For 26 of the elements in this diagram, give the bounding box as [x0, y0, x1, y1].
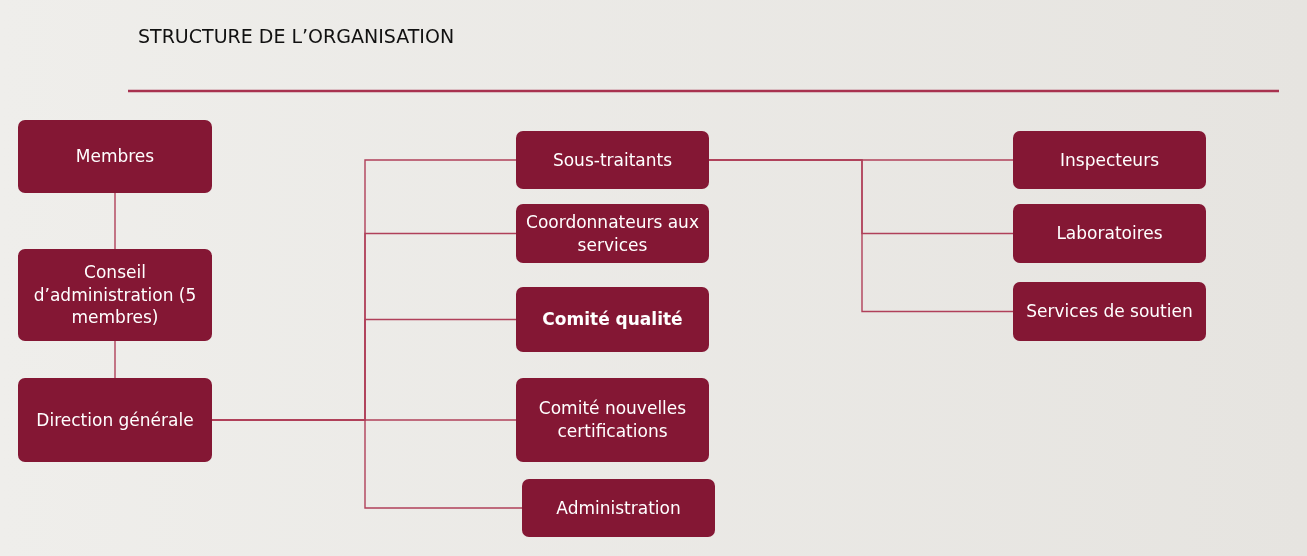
org-box: [516, 378, 709, 462]
connector-line: [114, 192, 116, 250]
box-label: Services de soutien: [1026, 300, 1193, 323]
org-box: [1013, 282, 1206, 341]
box-label: Coordonnateurs aux services: [525, 210, 700, 257]
title: STRUCTURE DE L’ORGANISATION: [138, 25, 455, 47]
box-label: Sous-traitants: [552, 148, 673, 172]
box-label: Conseil d’administration (5 membres): [32, 260, 198, 330]
org-box: [516, 131, 709, 189]
org-box: [522, 479, 715, 537]
box-label: Comité qualité: [542, 308, 683, 331]
box-label: Membres: [75, 145, 155, 168]
connector-line: [114, 340, 116, 379]
box-label: Laboratoires: [1056, 222, 1163, 245]
org-box: [516, 287, 709, 352]
org-box: [18, 120, 212, 193]
org-box: [1013, 131, 1206, 189]
org-box: [516, 204, 709, 263]
box-label: Administration: [556, 496, 681, 520]
box-label: Inspecteurs: [1060, 148, 1159, 172]
org-box: [18, 378, 212, 462]
box-label: Direction générale: [36, 408, 194, 432]
connector-line: [708, 159, 1014, 313]
org-box: [18, 249, 212, 341]
org-box: [1013, 204, 1206, 263]
box-label: Comité nouvelles certifications: [537, 397, 688, 443]
